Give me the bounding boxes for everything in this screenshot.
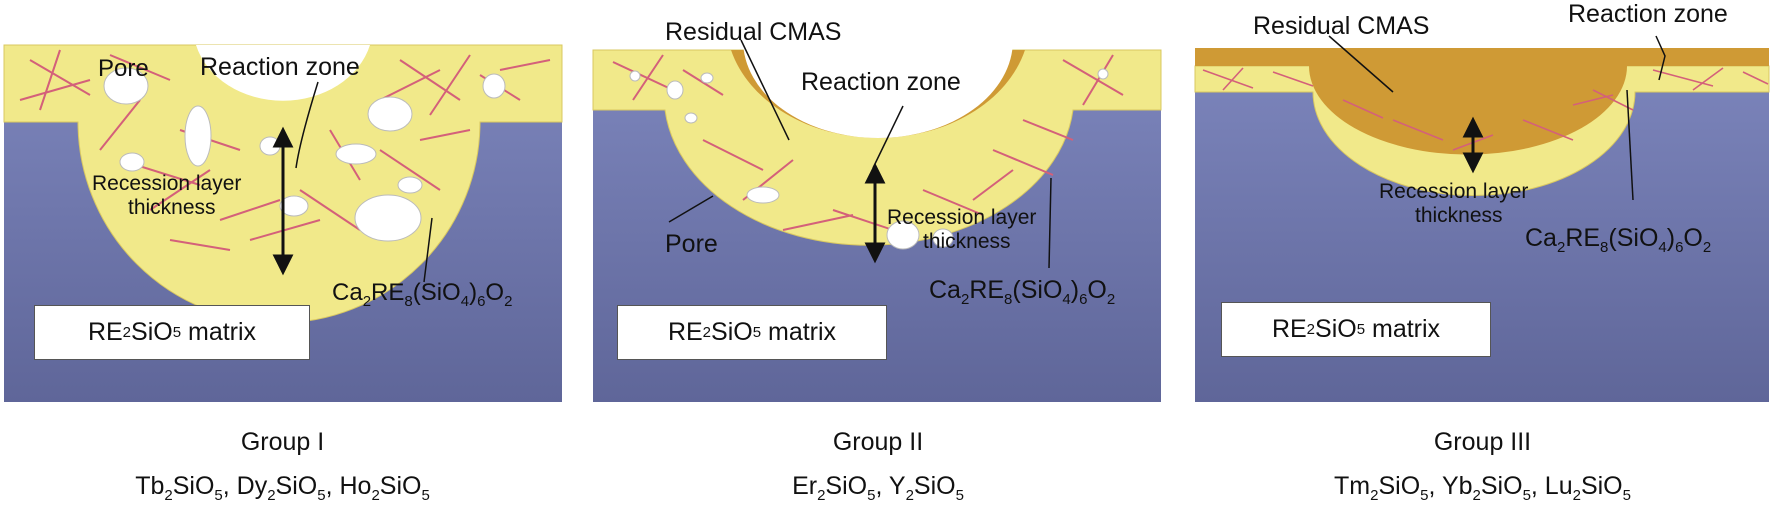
label-pore: Pore [665, 230, 718, 258]
thickness-arrow [864, 162, 886, 264]
needle-crystals [612, 54, 1124, 231]
pores [629, 68, 1109, 250]
group-title: Group I [240, 428, 325, 456]
label-reaction-zone: Reaction zone [200, 53, 360, 81]
crater-white [196, 45, 370, 101]
apatite-leader [1048, 177, 1052, 269]
pore-leader [668, 195, 714, 223]
apatite-leader [423, 217, 433, 283]
needle-crystals [1202, 67, 1769, 151]
label-recession-1: Recession layer [887, 206, 1036, 229]
group-compounds: Er2SiO5, Y2SiO5 [792, 472, 964, 504]
label-recession-1: Recession layer [92, 172, 241, 195]
label-pore: Pore [98, 55, 149, 82]
reaction-zone-leader [1655, 35, 1666, 81]
group-compounds: Tb2SiO5, Dy2SiO5, Ho2SiO5 [135, 472, 430, 504]
label-apatite: Ca2RE8(SiO4)6O2 [1525, 224, 1711, 256]
thickness-arrow [272, 126, 294, 276]
label-residual-cmas: Residual CMAS [1253, 12, 1429, 40]
label-apatite: Ca2RE8(SiO4)6O2 [332, 279, 512, 310]
residual-cmas [1195, 48, 1769, 155]
panel-group-2: Residual CMAS Reaction zone Pore Recessi… [592, 0, 1163, 524]
label-residual-cmas: Residual CMAS [665, 18, 841, 46]
panel-group-1: Pore Reaction zone Recession layer thick… [0, 0, 565, 524]
label-reaction-zone: Reaction zone [801, 68, 961, 96]
reaction-zone-leader [872, 105, 904, 169]
group-title: Group II [832, 428, 924, 456]
diagram-group-3: Residual CMAS Reaction zone Recession la… [1194, 0, 1770, 402]
label-apatite: Ca2RE8(SiO4)6O2 [929, 276, 1115, 308]
thickness-arrow [1462, 116, 1484, 174]
label-reaction-zone: Reaction zone [1568, 0, 1728, 28]
residual-leader [1328, 35, 1394, 93]
residual-leader [740, 39, 790, 141]
label-recession-1: Recession layer [1379, 180, 1528, 203]
pores [103, 67, 506, 242]
panel-group-3: Residual CMAS Reaction zone Recession la… [1193, 0, 1772, 524]
label-recession-2: thickness [128, 196, 216, 219]
group-compounds: Tm2SiO5, Yb2SiO5, Lu2SiO5 [1334, 472, 1631, 504]
apatite-leader [1626, 89, 1634, 201]
label-recession-2: thickness [923, 230, 1011, 253]
reaction-zone-leader [295, 81, 319, 169]
crater-white [743, 40, 1013, 138]
label-recession-2: thickness [1415, 204, 1503, 227]
group-title: Group III [1433, 428, 1532, 456]
